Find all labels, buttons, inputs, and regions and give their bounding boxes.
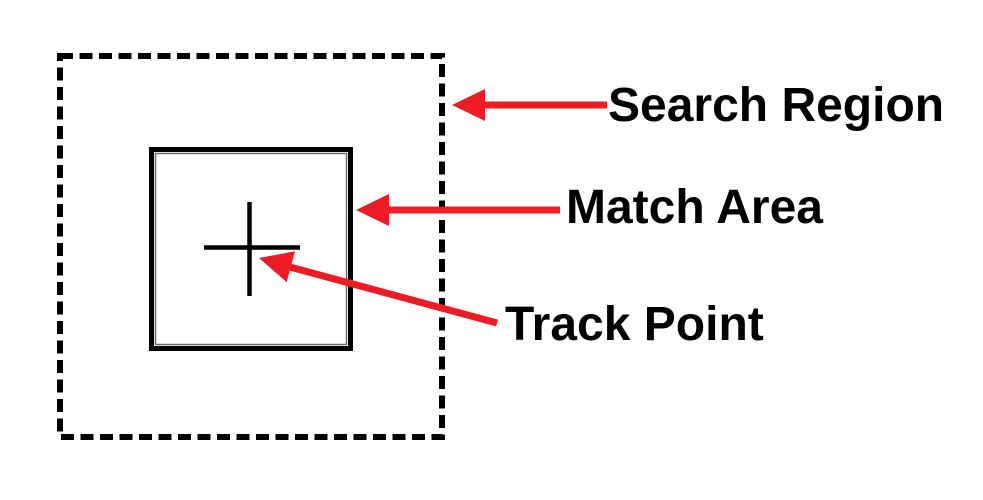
match-area-box-inner-edge	[154, 152, 348, 346]
search-region-arrow-head	[452, 89, 485, 121]
search-region-box	[57, 53, 445, 440]
track-point-arrow-shaft	[287, 263, 498, 327]
match-area-arrow-head	[356, 194, 389, 226]
search-region-arrow	[452, 89, 607, 121]
search-region-label: Search Region	[608, 79, 945, 132]
track-point-arrow-head	[259, 251, 295, 283]
track-point-crosshair	[204, 202, 300, 296]
match-area-label: Match Area	[566, 181, 823, 234]
track-point-arrow	[259, 251, 498, 327]
match-area-arrow	[356, 194, 560, 226]
track-point-label: Track Point	[505, 298, 764, 351]
